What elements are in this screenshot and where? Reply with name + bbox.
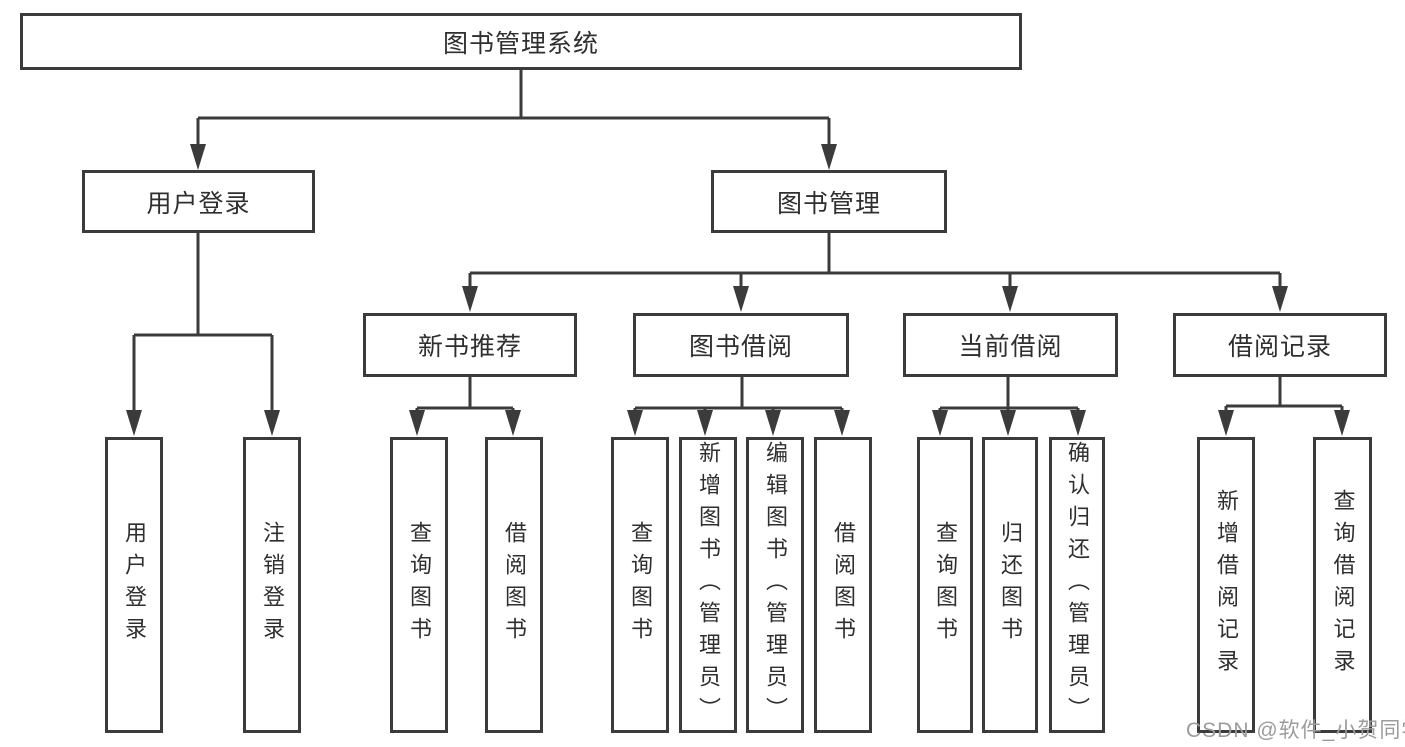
node-book-borrow: 图书借阅 bbox=[633, 313, 849, 377]
leaf-borrow-books: 借阅图书 bbox=[814, 437, 872, 733]
leaf-label: 查询图书 bbox=[407, 521, 432, 649]
arrowheads bbox=[126, 144, 1350, 436]
arrow-down-icon bbox=[190, 144, 206, 170]
leaf-edit-books-admin: 编辑图书（管理员） bbox=[746, 437, 804, 733]
node-borrow-records-label: 借阅记录 bbox=[1227, 333, 1332, 361]
node-current-borrow-label: 当前借阅 bbox=[958, 333, 1063, 361]
arrow-down-icon bbox=[821, 144, 837, 170]
leaf-label: 用户登录 bbox=[122, 521, 147, 649]
leaf-return-books: 归还图书 bbox=[982, 437, 1038, 733]
leaf-add-borrow-record: 新增借阅记录 bbox=[1197, 437, 1255, 733]
leaf-add-books-admin: 新增图书（管理员） bbox=[679, 437, 737, 733]
arrow-down-icon bbox=[697, 410, 713, 436]
node-book-management-label: 图书管理 bbox=[776, 189, 881, 218]
arrow-down-icon bbox=[834, 410, 850, 436]
leaf-label: 查询借阅记录 bbox=[1330, 489, 1356, 681]
leaf-logout: 注销登录 bbox=[243, 437, 301, 733]
leaf-label: 归还图书 bbox=[998, 521, 1023, 649]
connector-userlogin-to-leaves bbox=[132, 233, 274, 412]
arrow-down-icon bbox=[1334, 410, 1350, 436]
connector-bookborrow-to-leaves bbox=[633, 377, 844, 414]
node-new-book-recommend: 新书推荐 bbox=[363, 313, 577, 377]
connector-borrowrecord-to-leaves bbox=[1224, 377, 1344, 414]
leaf-label: 新增借阅记录 bbox=[1214, 489, 1239, 681]
leaf-label: 查询图书 bbox=[628, 521, 653, 649]
leaf-query-books-current: 查询图书 bbox=[917, 437, 973, 733]
node-root-system: 图书管理系统 bbox=[20, 13, 1022, 70]
node-current-borrow: 当前借阅 bbox=[903, 313, 1118, 377]
node-book-management: 图书管理 bbox=[711, 170, 947, 233]
leaf-label: 确认归还（管理员） bbox=[1065, 441, 1090, 729]
leaf-label: 编辑图书（管理员） bbox=[763, 441, 788, 729]
arrow-down-icon bbox=[733, 286, 749, 312]
leaf-label: 查询图书 bbox=[933, 521, 958, 649]
arrow-down-icon bbox=[1002, 286, 1018, 312]
node-borrow-records: 借阅记录 bbox=[1173, 313, 1387, 377]
arrow-down-icon bbox=[126, 410, 142, 436]
leaf-label: 新增图书（管理员） bbox=[696, 441, 721, 729]
leaf-confirm-return-admin: 确认归还（管理员） bbox=[1049, 437, 1105, 733]
leaf-query-borrow-record: 查询借阅记录 bbox=[1313, 437, 1372, 733]
connector-root-to-level2 bbox=[196, 70, 831, 146]
leaf-query-books-borrow: 查询图书 bbox=[611, 437, 669, 733]
connector-newbook-to-leaves bbox=[415, 377, 515, 414]
leaf-label: 借阅图书 bbox=[831, 521, 856, 649]
csdn-watermark: CSDN @软件_小贺同学 bbox=[1186, 719, 1405, 742]
arrow-down-icon bbox=[409, 410, 425, 436]
leaf-label: 借阅图书 bbox=[502, 521, 527, 649]
node-root-label: 图书管理系统 bbox=[442, 29, 599, 58]
arrow-down-icon bbox=[462, 286, 478, 312]
arrow-down-icon bbox=[264, 410, 280, 436]
arrow-down-icon bbox=[765, 410, 781, 436]
leaf-user-login: 用户登录 bbox=[105, 437, 163, 733]
arrow-down-icon bbox=[1218, 410, 1234, 436]
connector-bookmgmt-to-level3 bbox=[468, 233, 1282, 288]
node-new-book-recommend-label: 新书推荐 bbox=[417, 333, 522, 361]
connector-currentborrow-to-leaves bbox=[938, 377, 1080, 414]
node-user-login: 用户登录 bbox=[82, 170, 315, 233]
arrow-down-icon bbox=[932, 410, 948, 436]
arrow-down-icon bbox=[505, 410, 521, 436]
arrow-down-icon bbox=[1000, 410, 1016, 436]
leaf-label: 注销登录 bbox=[260, 521, 285, 649]
arrow-down-icon bbox=[1070, 410, 1086, 436]
node-book-borrow-label: 图书借阅 bbox=[688, 333, 793, 361]
arrow-down-icon bbox=[627, 410, 643, 436]
node-user-login-label: 用户登录 bbox=[146, 189, 251, 218]
arrow-down-icon bbox=[1272, 286, 1288, 312]
leaf-query-books-newbook: 查询图书 bbox=[390, 437, 448, 733]
leaf-borrow-books-newbook: 借阅图书 bbox=[485, 437, 543, 733]
